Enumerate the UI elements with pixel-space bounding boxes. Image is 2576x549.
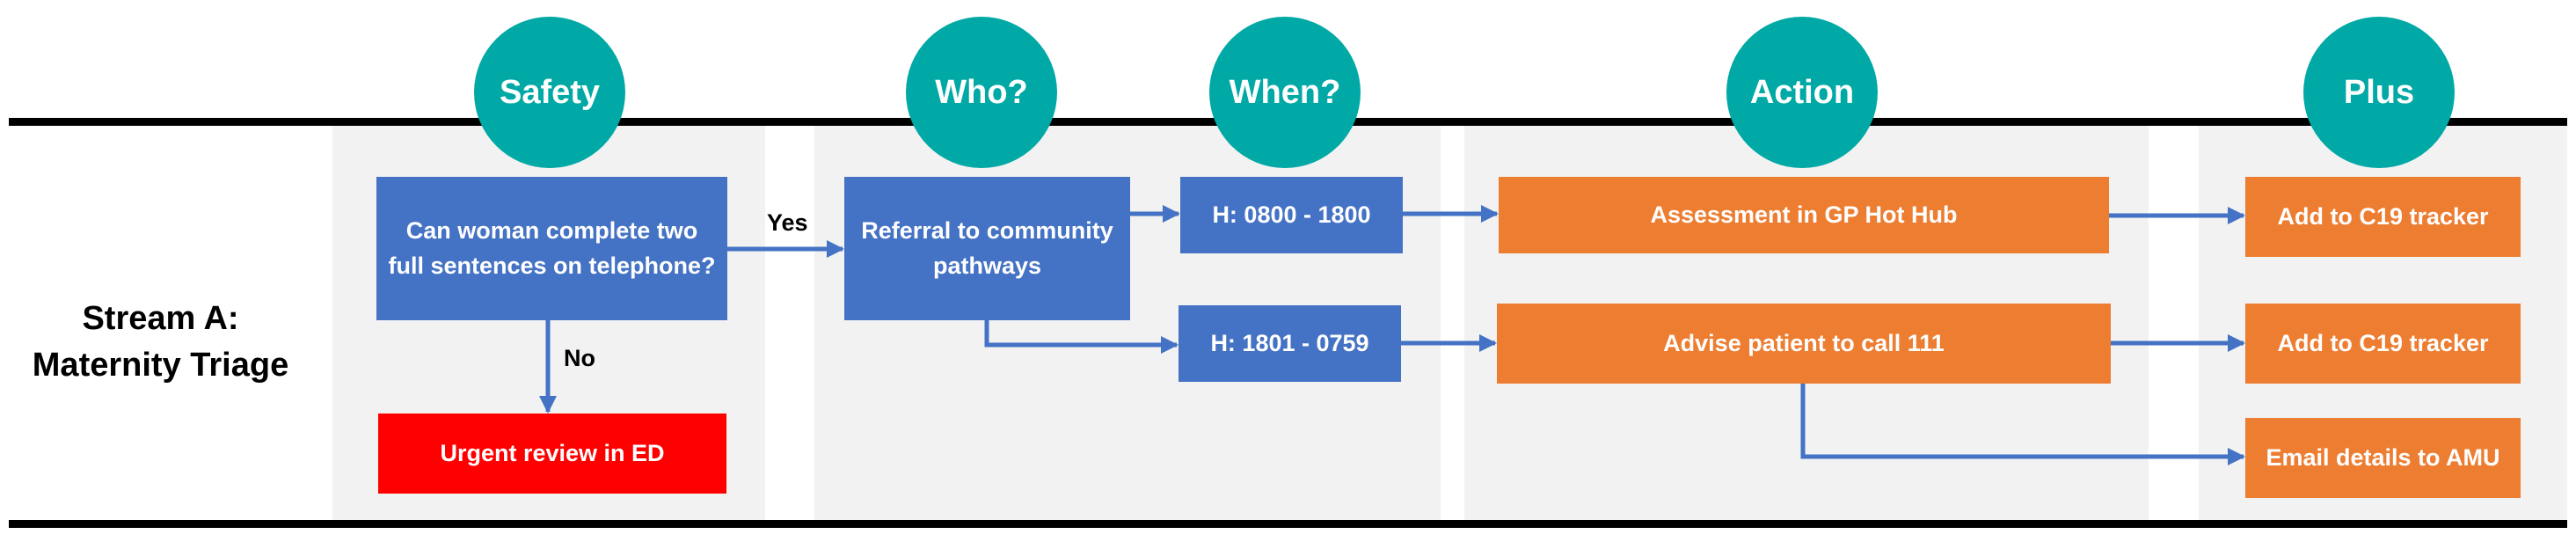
stream-title-line2: Maternity Triage	[32, 347, 289, 384]
referral-box: Referral to community pathways	[844, 177, 1130, 320]
header-action: Action	[1726, 17, 1878, 168]
header-who: Who?	[906, 17, 1057, 168]
c19-tracker-box-2: Add to C19 tracker	[2245, 304, 2521, 384]
email-amu-box: Email details to AMU	[2245, 418, 2521, 498]
no-label: No	[564, 345, 595, 371]
stream-title-line1: Stream A:	[82, 300, 239, 337]
arrow-advise-to-email	[1800, 384, 2245, 465]
header-plus: Plus	[2303, 17, 2455, 168]
yes-label: Yes	[767, 209, 808, 236]
question-box: Can woman complete two full sentences on…	[376, 177, 727, 320]
urgent-review-box: Urgent review in ED	[378, 414, 726, 494]
header-safety: Safety	[474, 17, 625, 168]
header-when: When?	[1209, 17, 1361, 168]
hours-night-box: H: 1801 - 0759	[1179, 305, 1401, 382]
assessment-box: Assessment in GP Hot Hub	[1499, 177, 2109, 253]
c19-tracker-box-1: Add to C19 tracker	[2245, 177, 2521, 257]
hours-day-box: H: 0800 - 1800	[1180, 177, 1403, 253]
arrow-referral-to-night	[984, 320, 1179, 354]
advise-box: Advise patient to call 111	[1497, 304, 2111, 384]
stream-title: Stream A: Maternity Triage	[9, 296, 312, 389]
bottom-rule	[9, 520, 2567, 528]
